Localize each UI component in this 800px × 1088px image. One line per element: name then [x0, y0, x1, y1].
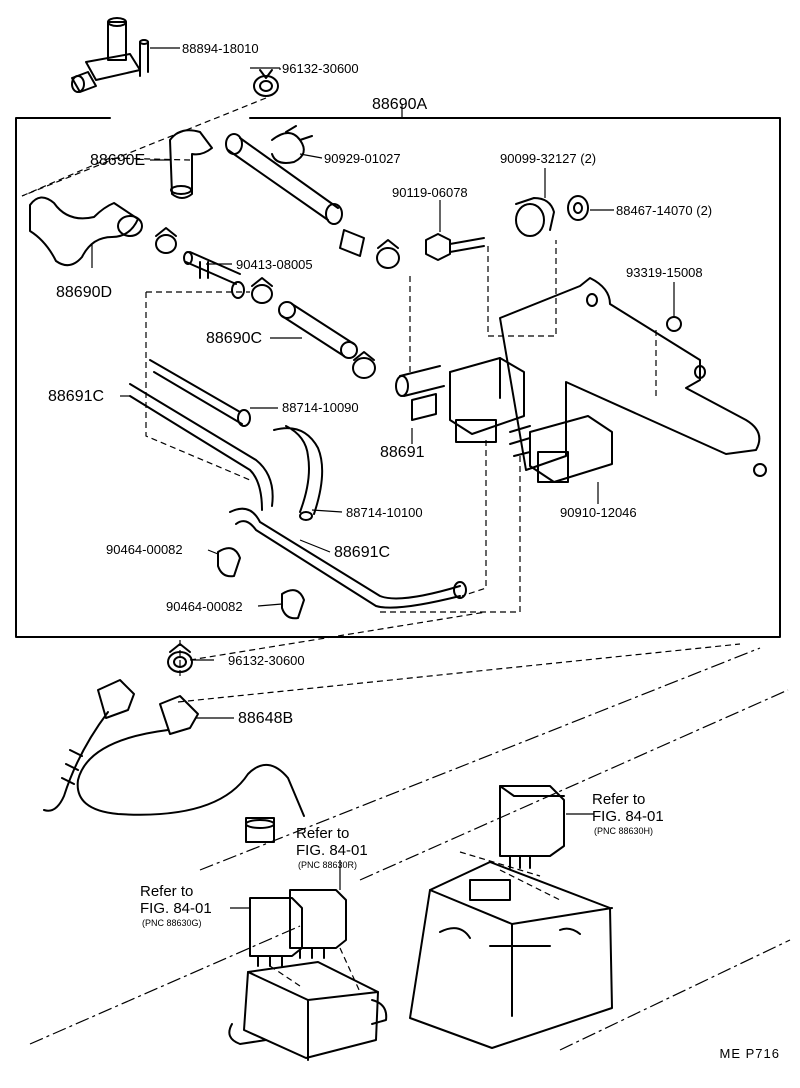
leader-lines — [91, 47, 675, 909]
junction-block — [409, 861, 613, 1049]
label-90929: 90929-01027 — [324, 151, 401, 166]
label-90464-a: 90464-00082 — [106, 542, 183, 557]
label-88714-10100: 88714-10100 — [346, 505, 423, 520]
pipe-90413 — [183, 251, 245, 299]
relay-88630H — [499, 785, 565, 869]
label-88690D: 88690D — [56, 284, 113, 301]
label-96132-top: 96132-30600 — [282, 61, 359, 76]
label-88691C-bottom: 88691C — [334, 544, 391, 561]
label-90464-b: 90464-00082 — [166, 599, 243, 614]
clamp-96132-bottom — [167, 643, 193, 673]
label-93319: 93319-15008 — [626, 265, 703, 280]
clamp-90929 — [271, 125, 313, 164]
label-88690C: 88690C — [206, 330, 263, 347]
hose-centre-top — [225, 133, 365, 257]
label-88690E: 88690E — [90, 152, 146, 169]
ref-88630H-line2: FIG. 84-01 — [592, 808, 664, 825]
label-90413: 90413-08005 — [236, 257, 313, 272]
label-88691: 88691 — [380, 444, 425, 461]
relay-88630G — [249, 897, 303, 967]
ref-88630G-line1: Refer to — [140, 883, 194, 900]
ref-88630H-line1: Refer to — [592, 791, 646, 808]
clamp-left-2 — [251, 277, 273, 304]
clamp-left-1 — [155, 227, 177, 254]
ref-88630R-line2: FIG. 84-01 — [296, 842, 368, 859]
tube-88714-10090 — [149, 359, 251, 427]
label-88691C-top: 88691C — [48, 388, 105, 405]
diagonal-lines — [29, 647, 791, 1051]
hose-88690C — [278, 301, 358, 359]
clip-90464-b — [281, 589, 305, 620]
label-88690A: 88690A — [372, 96, 428, 113]
bolt-90119 — [425, 233, 485, 261]
tube-88714-10100 — [273, 425, 324, 521]
page-code: ME P716 — [719, 1046, 780, 1061]
label-90099: 90099-32127 (2) — [500, 151, 597, 166]
vsv-88894 — [71, 17, 149, 93]
tube-88691C-top — [129, 383, 274, 511]
ref-88630R-line3: (PNC 88630R) — [298, 860, 358, 870]
vsv-90910 — [509, 415, 613, 483]
clip-90464-a — [217, 547, 241, 578]
tube-88691C-bottom — [229, 507, 467, 609]
relay-block — [228, 961, 388, 1061]
ref-88630G-line3: (PNC 88630G) — [142, 918, 202, 928]
hose-88690D — [29, 196, 143, 267]
vsv-88691 — [395, 357, 525, 443]
clamp-88690C — [352, 351, 376, 379]
label-90119: 90119-06078 — [392, 185, 468, 200]
ref-88630R-line1: Refer to — [296, 825, 350, 842]
ref-88630H-line3: (PNC 88630H) — [594, 826, 654, 836]
clamp-96132-top — [253, 69, 279, 97]
assembly-frame — [15, 117, 781, 638]
relay-88630R — [289, 889, 347, 959]
harness-88648B — [43, 679, 305, 843]
grommet-90099 — [515, 197, 555, 237]
label-88648B: 88648B — [238, 710, 294, 727]
collar-88467 — [567, 195, 589, 221]
clamp-center — [376, 239, 400, 269]
label-88894: 88894-18010 — [182, 41, 259, 56]
hose-88690E — [169, 129, 213, 199]
label-88467: 88467-14070 (2) — [616, 203, 713, 218]
dashed-lines — [21, 97, 741, 993]
label-96132-bottom: 96132-30600 — [228, 653, 305, 668]
label-90910: 90910-12046 — [560, 505, 637, 520]
ref-88630G-line2: FIG. 84-01 — [140, 900, 212, 917]
label-88714-10090: 88714-10090 — [282, 400, 359, 415]
bracket — [499, 277, 767, 477]
screw-93319 — [666, 316, 682, 332]
